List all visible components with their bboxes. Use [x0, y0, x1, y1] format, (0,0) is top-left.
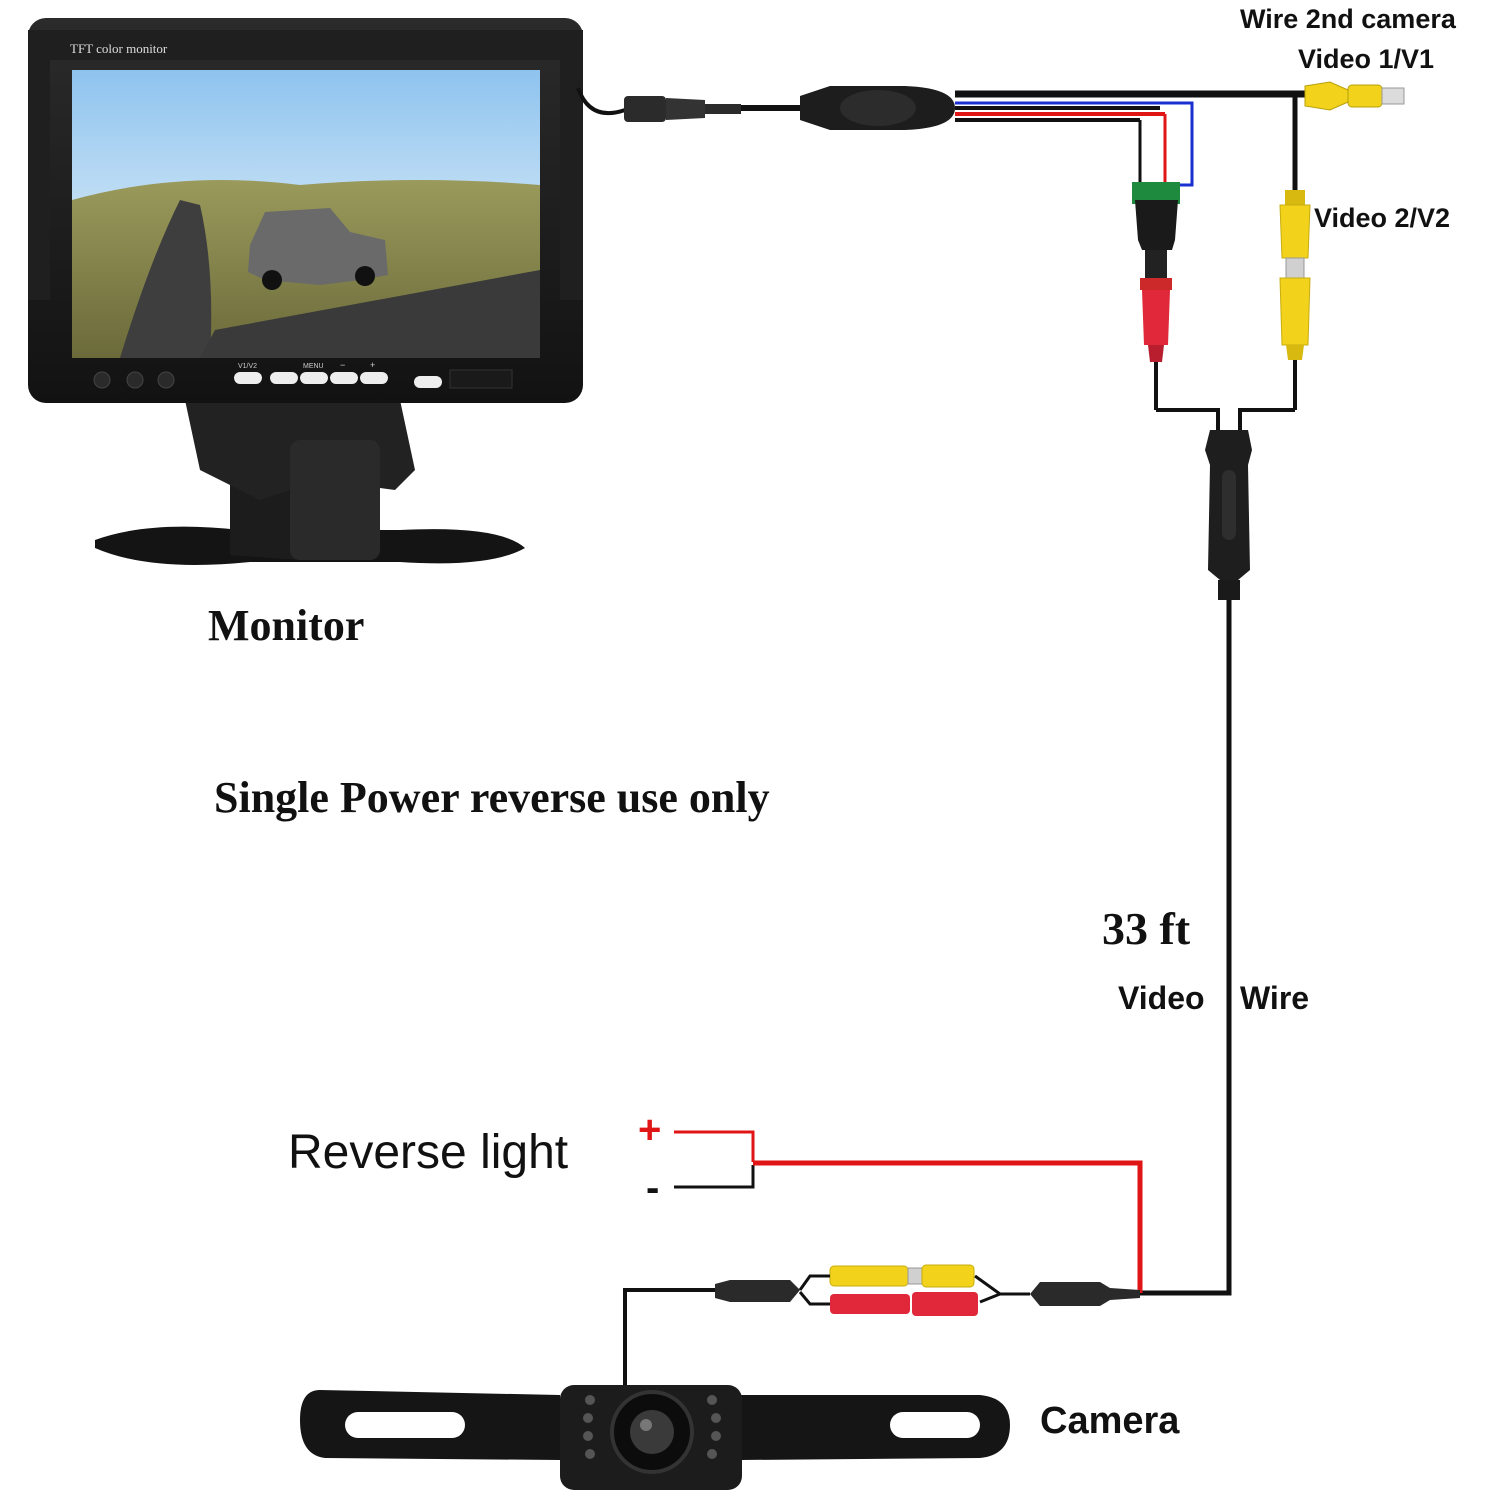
bracket-slot-left [345, 1412, 465, 1438]
screen-car-wheel [355, 266, 375, 286]
screen-car-wheel [262, 270, 282, 290]
reverse-light-wires [674, 1130, 1143, 1293]
yellow-rca-connector-icon [829, 1265, 909, 1287]
yellow-rca-connector-icon [1304, 81, 1405, 111]
cable-junction-box [800, 86, 955, 130]
red-rca-connector-icon [830, 1294, 910, 1314]
merge-connector-grip [1222, 470, 1236, 540]
monitor-ir-window [449, 369, 513, 389]
yellow-rca-connector-strain-relief [1286, 345, 1304, 360]
monitor-button-swap [270, 372, 298, 384]
camera-label: Camera [1040, 1400, 1180, 1442]
monitor-btn-label-v1v2: V1/V2 [238, 363, 257, 370]
terminal-block [1132, 182, 1180, 204]
camera-harness [623, 1264, 1140, 1390]
merge-connector [1156, 408, 1295, 600]
monitor-plug-sleeve [666, 98, 705, 120]
camera-lens [630, 1410, 674, 1454]
camera-inline-connector [715, 1280, 800, 1302]
video-wire-label-left: Video [1118, 980, 1205, 1016]
red-rca-connector-strain-relief [1148, 345, 1164, 362]
camera-power-connector [1030, 1282, 1140, 1306]
camera-cable [623, 1288, 715, 1390]
yellow-rca-connector-pin [1285, 257, 1305, 279]
monitor-icon: TFT color monitor V1/V2 MENU − + [28, 18, 583, 565]
monitor-cable [576, 87, 800, 122]
camera-harness-wire [798, 1291, 830, 1306]
yellow-rca-connector-body [1279, 277, 1311, 346]
ir-led [585, 1395, 595, 1405]
dc-power-adapter-icon: − + [1132, 182, 1180, 410]
video-wire-label-right: Wire [1240, 980, 1310, 1016]
red-rca-connector-body [1142, 290, 1170, 345]
video1-label: Video 1/V1 [1298, 44, 1435, 74]
yellow-rca-connector-pin [907, 1267, 923, 1285]
yellow-rca-connector-icon [1285, 190, 1305, 205]
monitor-sunshade [28, 30, 583, 300]
yellow-rca-connector-body [1279, 204, 1311, 259]
ir-led [707, 1395, 717, 1405]
camera-bracket-right [740, 1395, 1010, 1460]
reverse-light-plus-wire [674, 1130, 755, 1162]
camera-harness-wire [974, 1274, 1030, 1296]
camera-harness-wire [798, 1274, 830, 1291]
ir-led [711, 1431, 721, 1441]
merge-connector-strain-relief [1218, 580, 1240, 600]
reverse-light-label: Reverse light [288, 1126, 569, 1179]
red-rca-connector-body [912, 1292, 978, 1316]
video-wire-33ft [1140, 600, 1232, 1296]
adapter-body [1135, 200, 1178, 250]
single-power-note: Single Power reverse use only [214, 773, 770, 822]
ir-led [711, 1413, 721, 1423]
junction-wires [955, 90, 1305, 200]
yellow-rca-connector-body [921, 1264, 975, 1288]
camera-lens-highlight [640, 1419, 652, 1431]
screen-road-front [200, 270, 540, 358]
monitor-hole [157, 371, 175, 389]
monitor-btn-label-menu: MENU [303, 363, 324, 370]
screen-car [248, 208, 388, 285]
ir-led [583, 1431, 593, 1441]
merge-wire [1156, 408, 1220, 430]
license-plate-camera-icon [300, 1385, 1010, 1490]
monitor-screen-text: TFT color monitor [70, 41, 168, 56]
monitor-button-plus [360, 372, 388, 384]
cable-length-label: 33 ft [1102, 903, 1191, 954]
bracket-slot-right [890, 1412, 980, 1438]
minus-sign: - [646, 1166, 660, 1210]
monitor-button-menu [300, 372, 328, 384]
power-wire-to-camera [753, 1160, 1143, 1293]
video2-label: Video 2/V2 [1314, 203, 1451, 233]
red-rca-connector-icon [1140, 278, 1172, 290]
ir-led [707, 1449, 717, 1459]
plus-sign: + [638, 1108, 662, 1152]
camera-harness-wire [979, 1292, 1001, 1304]
monitor-button-minus [330, 372, 358, 384]
screen-road [120, 200, 212, 358]
monitor-power-button [414, 376, 442, 388]
black-wire [1138, 120, 1150, 192]
monitor-plug-tip [705, 104, 741, 114]
monitor-hole [93, 371, 111, 389]
monitor-mount-knob [290, 440, 380, 560]
ir-led [585, 1449, 595, 1459]
merge-wire [1238, 408, 1295, 430]
monitor-btn-label-minus: − [340, 360, 345, 370]
reverse-light-minus-wire [674, 1165, 755, 1189]
ir-led [583, 1413, 593, 1423]
monitor-hole [126, 371, 144, 389]
video2-rca-pair [1279, 190, 1311, 410]
monitor-btn-label-plus: + [370, 360, 375, 370]
monitor-plug [624, 96, 666, 122]
adapter-plug [1145, 250, 1167, 278]
monitor-button-v1v2 [234, 372, 262, 384]
wire-2nd-camera-label: Wire 2nd camera [1240, 4, 1456, 34]
monitor-label: Monitor [208, 601, 365, 650]
video2-wire [1290, 91, 1298, 190]
